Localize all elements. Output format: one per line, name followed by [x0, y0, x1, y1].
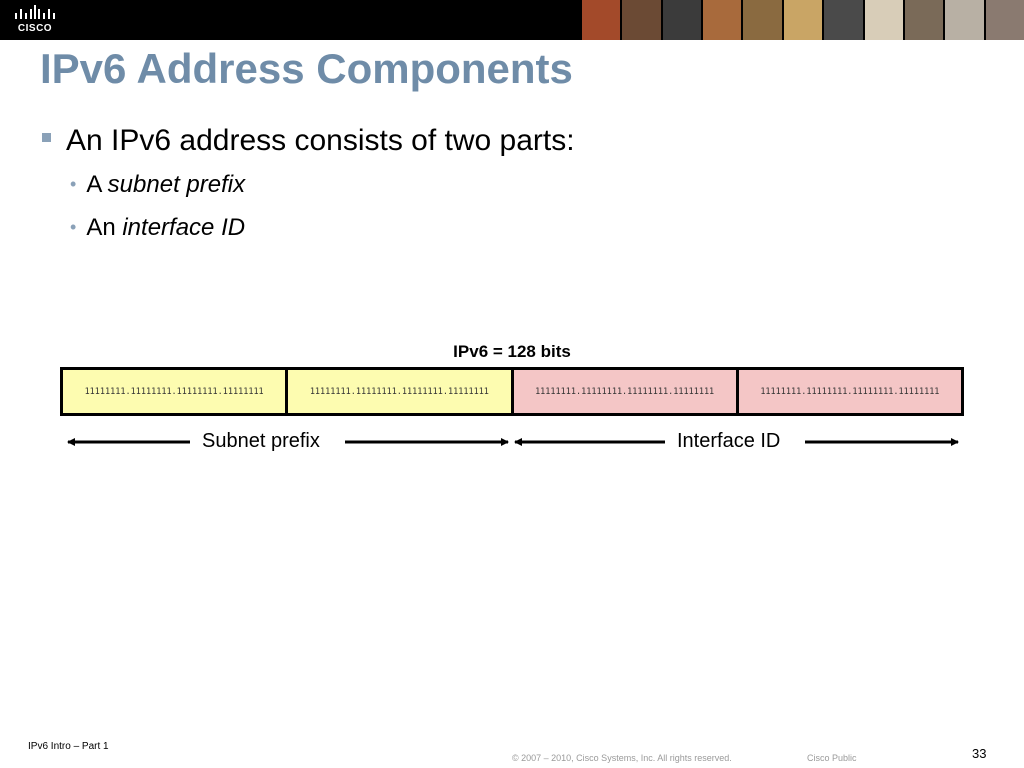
- subnet-prefix-label: Subnet prefix: [198, 430, 324, 453]
- address-segment-4: 11111111.11111111.11111111.11111111: [735, 370, 961, 413]
- dot-bullet-icon: •: [70, 174, 77, 194]
- ipv6-address-bar: 11111111.11111111.11111111.11111111 1111…: [60, 367, 964, 416]
- header-photo: [660, 0, 702, 40]
- header-photo: [943, 0, 984, 40]
- square-bullet-icon: [42, 132, 51, 142]
- header-photo: [620, 0, 661, 40]
- address-segment-1: 11111111.11111111.11111111.11111111: [63, 370, 286, 413]
- sub-bullet-1-emphasis: subnet prefix: [107, 171, 246, 198]
- sub-bullet-2-emphasis: interface ID: [122, 214, 246, 241]
- sub-bullet-1-prefix: A: [86, 171, 108, 198]
- diagram-heading: IPv6 = 128 bits: [453, 342, 571, 361]
- cisco-logo: CISCO: [12, 4, 58, 36]
- main-bullet: An IPv6 address consists of two parts:: [42, 124, 575, 158]
- header-banner: CISCO: [0, 0, 1024, 40]
- logo-text: CISCO: [17, 23, 53, 34]
- header-photo: [580, 0, 621, 40]
- cisco-bridge-icon: [15, 5, 55, 19]
- dot-bullet-icon: •: [70, 217, 77, 237]
- slide-title: IPv6 Address Components: [40, 45, 573, 92]
- sub-bullet-2-prefix: An: [86, 214, 123, 241]
- header-photo: [983, 0, 1024, 40]
- main-bullet-text: An IPv6 address consists of two parts:: [66, 124, 575, 157]
- header-photo: [862, 0, 903, 40]
- footer-copyright: © 2007 – 2010, Cisco Systems, Inc. All r…: [512, 753, 732, 763]
- header-photo: [902, 0, 944, 40]
- header-photo: [701, 0, 742, 40]
- interface-id-label: Interface ID: [673, 430, 785, 453]
- header-photo: [822, 0, 863, 40]
- header-photo: [741, 0, 782, 40]
- header-photo: [781, 0, 823, 40]
- photo-strip: [580, 0, 1024, 40]
- span-arrows: [67, 438, 959, 446]
- address-segment-2: 11111111.11111111.11111111.11111111: [285, 370, 511, 413]
- sub-bullet-interface-id: • An interface ID: [70, 214, 245, 242]
- page-number: 33: [972, 746, 987, 761]
- sub-bullet-subnet-prefix: • A subnet prefix: [70, 171, 245, 199]
- footer-presentation-title: IPv6 Intro – Part 1: [28, 741, 109, 752]
- address-segment-3: 11111111.11111111.11111111.11111111: [510, 370, 736, 413]
- footer-classification: Cisco Public: [807, 753, 857, 763]
